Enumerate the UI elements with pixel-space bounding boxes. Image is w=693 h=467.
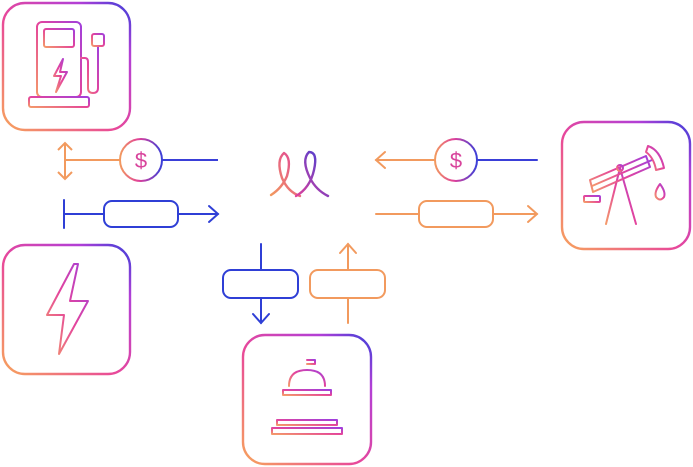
ev-charger-node [1, 1, 132, 132]
right-supply-flow [375, 200, 539, 228]
left-payment-flow [57, 138, 218, 182]
capitol-building-icon [271, 359, 343, 435]
oil-pumpjack-icon [581, 145, 673, 225]
right-dollar-symbol: $ [450, 148, 462, 173]
ev-charging-station-icon [28, 19, 105, 108]
right-payment-flow [374, 138, 538, 182]
left-supply-flow [63, 199, 220, 229]
government-node [241, 333, 373, 466]
electricity-node [1, 243, 132, 376]
left-dollar-symbol: $ [135, 148, 147, 173]
bottom-down-flow [222, 243, 299, 325]
brand-logo-icon [269, 150, 330, 198]
oil-node [560, 120, 692, 251]
lightning-bolt-icon [46, 263, 89, 355]
bottom-up-flow [309, 242, 386, 324]
